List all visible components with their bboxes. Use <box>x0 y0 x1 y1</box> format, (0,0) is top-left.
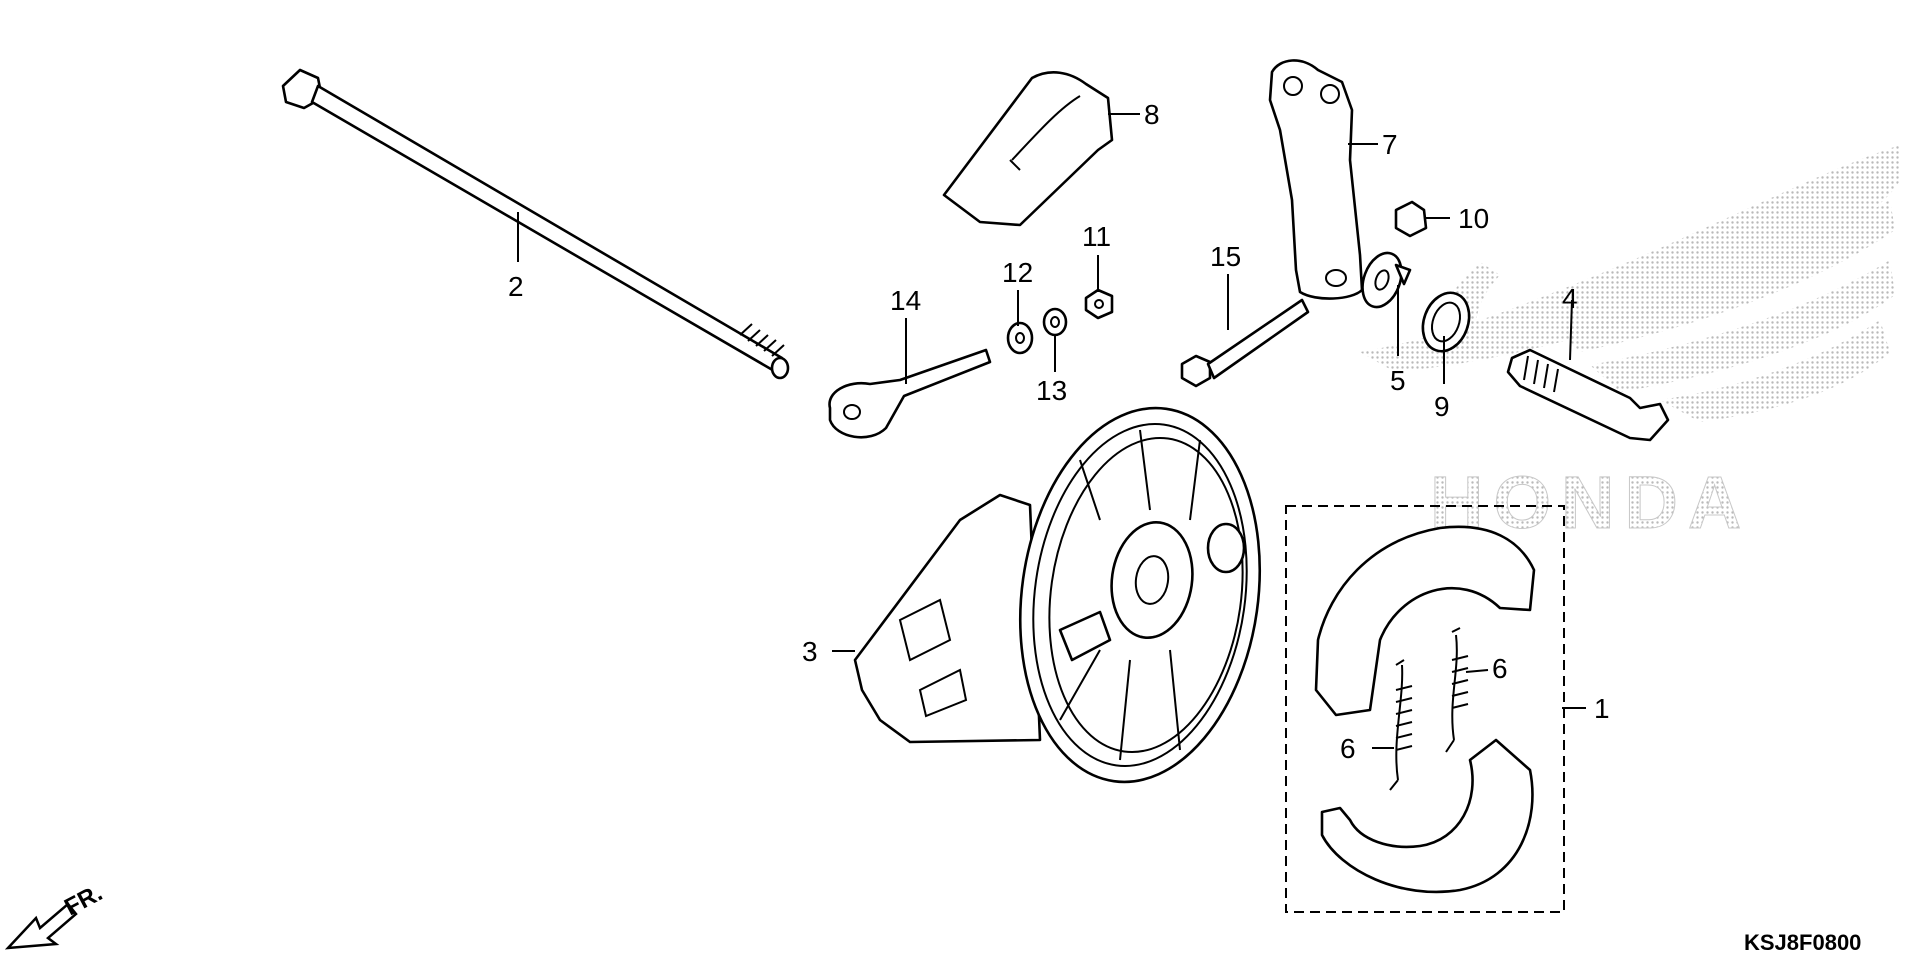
callout-12: 12 <box>1002 257 1033 288</box>
front-arrow-icon <box>4 902 78 950</box>
part-bolt <box>1180 298 1310 388</box>
callout-3: 3 <box>802 636 818 667</box>
diagram-code: KSJ8F0800 <box>1744 930 1861 955</box>
part-washer-12 <box>1006 321 1034 355</box>
callout-7: 7 <box>1382 129 1398 160</box>
callout-6-upper: 6 <box>1492 653 1508 684</box>
part-10 <box>1394 200 1428 238</box>
callout-13: 13 <box>1036 375 1067 406</box>
callout-9: 9 <box>1434 391 1450 422</box>
callout-8: 8 <box>1144 99 1160 130</box>
callout-6-lower: 6 <box>1340 733 1356 764</box>
part-brake-shoe-set <box>1285 505 1565 913</box>
callout-1: 1 <box>1594 693 1610 724</box>
leader-lines <box>517 113 1586 749</box>
callout-14: 14 <box>890 285 921 316</box>
part-adjuster <box>828 348 992 439</box>
callout-5: 5 <box>1390 365 1406 396</box>
callout-15: 15 <box>1210 241 1241 272</box>
part-seal <box>1421 291 1471 353</box>
callout-10: 10 <box>1458 203 1489 234</box>
callout-4: 4 <box>1562 283 1578 314</box>
callout-11: 11 <box>1082 221 1111 252</box>
honda-wing-logo: HONDA <box>1360 145 1900 545</box>
part-brake-arm <box>1268 59 1364 300</box>
part-cover <box>942 71 1114 227</box>
part-brake-panel <box>853 406 1262 784</box>
part-nut <box>1084 288 1114 320</box>
part-cam-shaft <box>1506 348 1670 442</box>
front-arrow: FR. <box>4 879 107 950</box>
part-axle <box>281 68 790 380</box>
part-spring-washer <box>1042 307 1068 337</box>
callout-2: 2 <box>508 271 524 302</box>
part-washer <box>1361 251 1412 309</box>
